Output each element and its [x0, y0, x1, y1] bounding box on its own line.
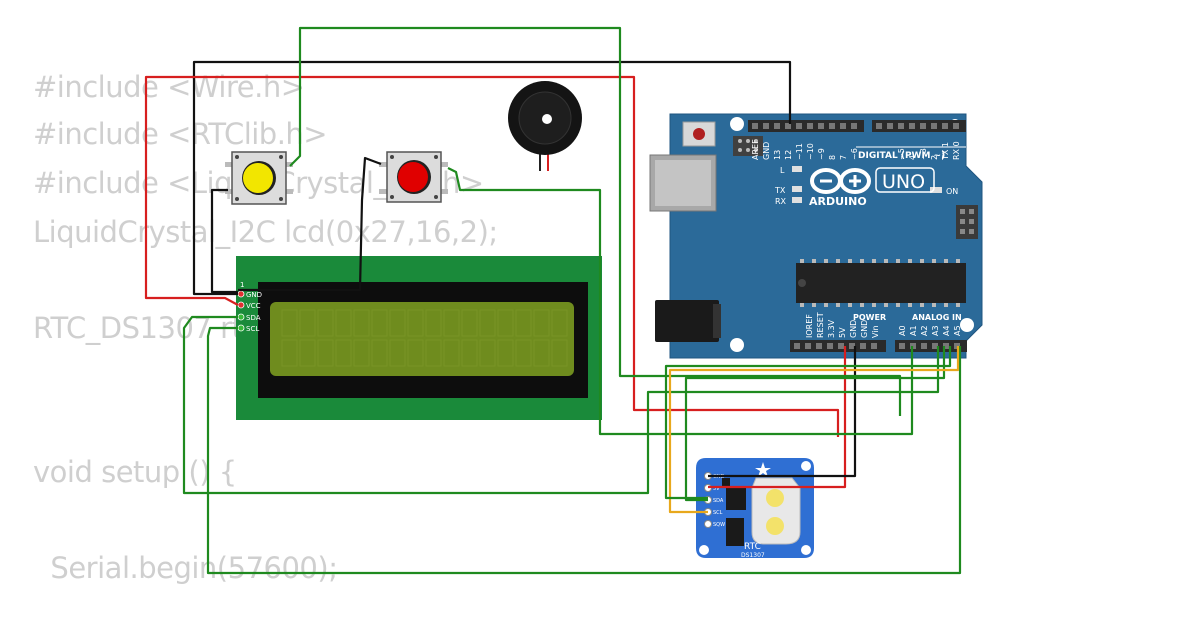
digital-pin-label: 7: [839, 155, 848, 160]
lcd-pin-one-label: 1: [240, 281, 244, 289]
analog-pin-label: A2: [920, 325, 929, 336]
arduino-model: UNO: [882, 171, 925, 193]
rtc-pin-scl: SCL: [713, 510, 723, 516]
digital-pin-label: ~6: [850, 148, 859, 160]
power-pin-label: 5V: [838, 327, 847, 338]
lcd-pin-vcc: VCC: [246, 302, 261, 310]
push-button-yellow[interactable]: [225, 151, 293, 205]
analog-pin-label: A1: [909, 325, 918, 336]
lcd-pin-sda: SDA: [246, 314, 261, 322]
wire-red-vcc: [144, 75, 840, 437]
power-pin-label: GND: [849, 320, 858, 338]
digital-pin-label: AREF: [751, 139, 760, 160]
adafruit-star-icon: [755, 462, 771, 477]
digital-pin-label: GND: [762, 142, 771, 160]
power-pin-label: Vin: [871, 325, 880, 338]
digital-header-label: DIGITAL (PWM ~): [858, 151, 945, 161]
wire-green-rtc-sda: [684, 346, 946, 502]
digital-pin-label: RX 0: [952, 141, 961, 160]
push-button-red[interactable]: [379, 151, 448, 203]
wires: [144, 26, 962, 575]
lcd-pin-scl: SCL: [246, 325, 259, 333]
rtc-pin-sda: SDA: [713, 498, 724, 504]
arduino-brand: ARDUINO: [809, 195, 867, 208]
lcd-display[interactable]: 1 GND VCC SDA SCL: [236, 256, 602, 420]
power-pin-label: IOREF: [805, 314, 814, 338]
rtc-pin-sqw: SQW: [713, 522, 725, 528]
led-label-tx: TX: [774, 186, 786, 195]
wire-black-btn-yellow: [210, 188, 238, 294]
power-pin-label: RESET: [816, 312, 825, 338]
rtc-title: RTC: [744, 542, 761, 552]
digital-pin-label: ~5: [897, 148, 906, 160]
analog-pin-label: A4: [942, 325, 951, 336]
power-pin-label: 3.3V: [827, 319, 836, 338]
power-header-label: POWER: [853, 313, 886, 322]
digital-pin-label: 4: [908, 155, 917, 160]
digital-pin-label: TX 1: [941, 142, 950, 161]
wire-green-rtc-scl: [664, 346, 952, 500]
digital-pin-label: ~11: [795, 143, 804, 160]
rtc-chip-label: DS1307: [741, 552, 765, 559]
rtc-pin-5v: 5V: [713, 486, 720, 492]
buzzer[interactable]: [508, 81, 582, 171]
wire-black-rtc-gnd: [708, 346, 857, 478]
wire-green-btn-yellow: [289, 26, 902, 416]
code-line-6: void setup () {: [33, 455, 237, 489]
power-pin-label: GND: [860, 320, 869, 338]
analog-header-label: ANALOG IN: [912, 313, 962, 322]
led-label-l: L: [780, 166, 785, 175]
wire-green-sda: [182, 315, 940, 495]
digital-pin-label: ~3: [919, 148, 928, 160]
led-label-rx: RX: [775, 197, 787, 206]
wire-green-btn-red: [447, 167, 914, 436]
digital-pin-label: ~10: [806, 143, 815, 160]
analog-pin-label: A3: [931, 325, 940, 336]
analog-pin-label: A0: [898, 325, 907, 336]
wire-yellow-rtc-scl: [668, 346, 960, 514]
digital-pin-label: 8: [828, 155, 837, 160]
wire-green-scl: [206, 326, 962, 575]
code-line-7: Serial.begin(57600);: [33, 551, 338, 585]
lcd-pin-gnd: GND: [246, 291, 262, 299]
digital-pin-label: 12: [784, 150, 793, 160]
digital-pin-label: 2: [930, 155, 939, 160]
code-line-4: LiquidCrystal_I2C lcd(0x27,16,2);: [33, 215, 498, 249]
led-label-on: ON: [946, 187, 958, 196]
digital-pin-label: 13: [773, 150, 782, 160]
wire-black-btn-red: [238, 156, 382, 292]
wire-black-gnd: [192, 60, 792, 296]
rtc-module[interactable]: GND 5V SDA SCL SQW RTC DS1307: [696, 458, 814, 559]
digital-pin-label: ~9: [817, 148, 826, 160]
analog-pin-label: A5: [953, 325, 962, 336]
arduino-logo-icon: [810, 168, 871, 194]
code-line-1: #include <Wire.h>: [33, 70, 305, 104]
